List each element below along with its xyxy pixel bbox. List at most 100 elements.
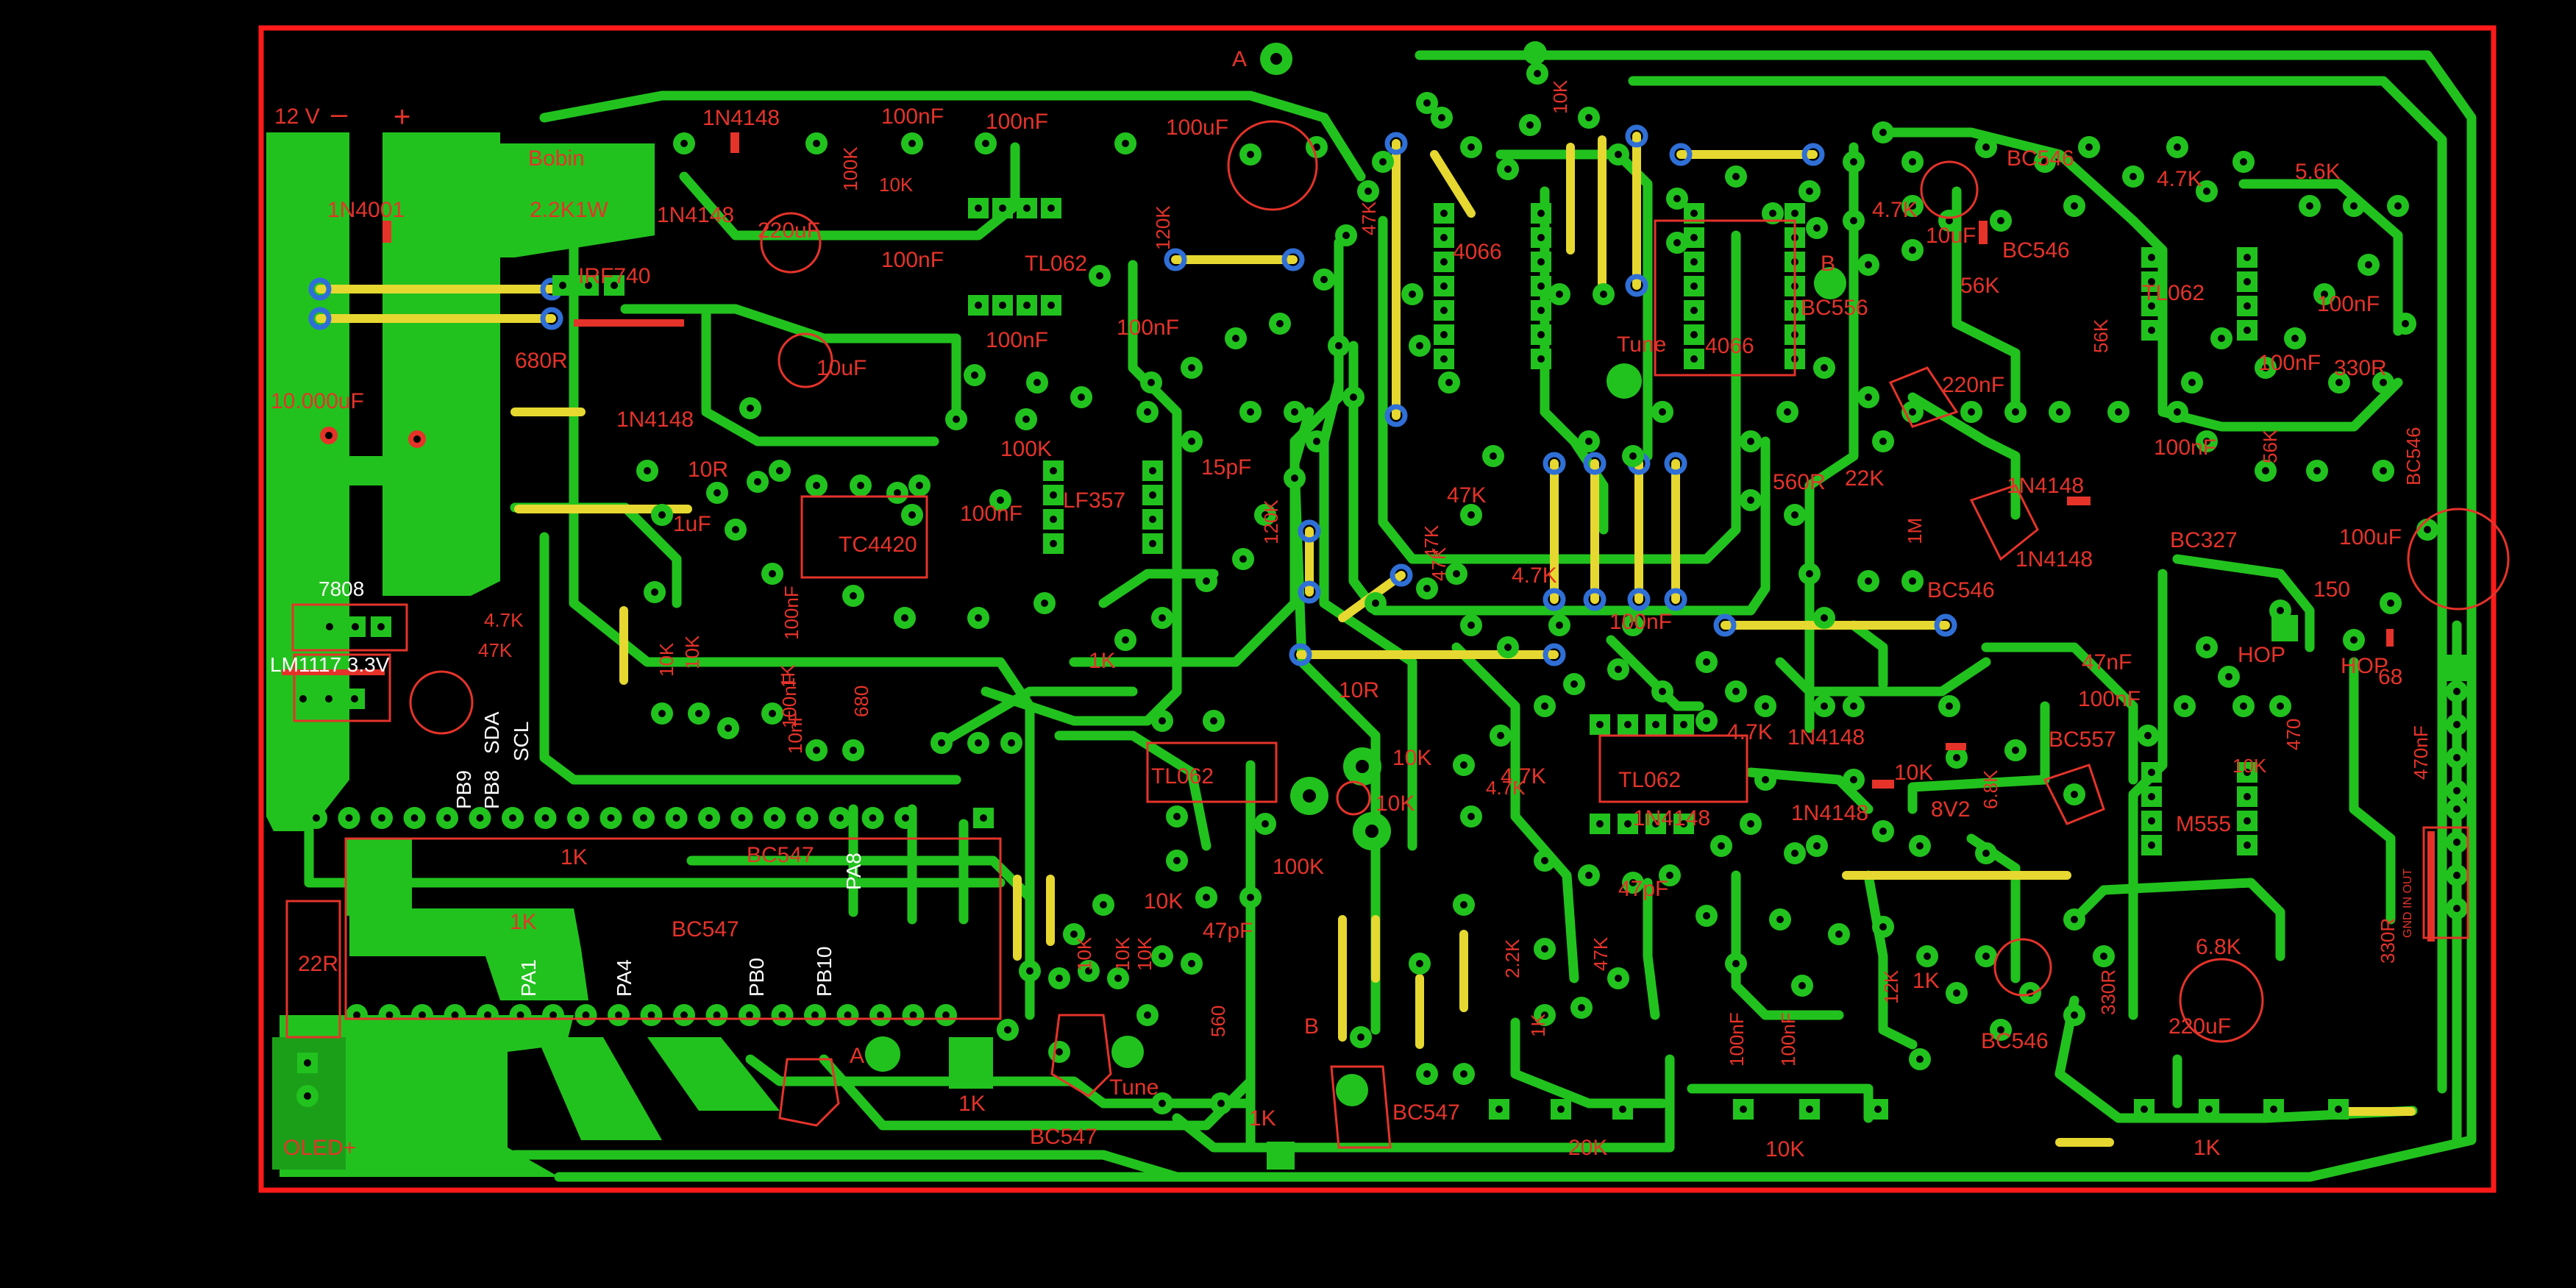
svg-text:1N4148: 1N4148: [1633, 806, 1710, 830]
svg-text:22K: 22K: [1845, 466, 1884, 491]
pin-pa8: PA8: [842, 853, 865, 890]
pad-hole: [1791, 850, 1798, 857]
svg-text:100nF: 100nF: [986, 110, 1048, 134]
pad-hole: [1909, 202, 1916, 210]
pad-hole: [975, 614, 982, 622]
pad-hole: [2085, 143, 2093, 151]
pad-hole: [2100, 953, 2107, 960]
pad-hole: [1541, 945, 1548, 953]
pad-hole: [2148, 327, 2155, 334]
pad-hole: [1680, 820, 1687, 828]
pad-hole: [351, 695, 358, 702]
pad-hole: [1365, 188, 1372, 195]
pad-hole: [1680, 721, 1687, 728]
pad-hole: [1440, 282, 1448, 290]
pad-hole: [1423, 585, 1431, 592]
pad-hole: [1372, 599, 1379, 607]
pad-hole: [1070, 931, 1078, 938]
pad-hole: [1585, 114, 1593, 121]
pad-hole: [1909, 158, 1916, 166]
pad-hole: [2244, 793, 2251, 800]
pad-hole: [1497, 732, 1504, 739]
mcu-pin-labels: 7808 LM1117 3.3V PB9 PB8 SDA SCL PA8 PA1…: [270, 577, 865, 997]
pad-hole: [908, 140, 916, 147]
pad-hole: [1924, 953, 1931, 960]
svg-text:12K: 12K: [1880, 969, 1902, 1004]
pad-hole: [1276, 320, 1284, 327]
svg-text:TL062: TL062: [2142, 281, 2205, 305]
pad-hole: [1173, 857, 1181, 864]
pad-hole: [2148, 769, 2155, 776]
pad-hole: [738, 814, 746, 822]
svg-text:330R: 330R: [2377, 918, 2399, 964]
svg-text:680R: 680R: [515, 349, 568, 373]
pad-hole: [2012, 747, 2019, 754]
pad-hole: [1718, 842, 1725, 850]
pad-hole: [1740, 1106, 1747, 1113]
pad-hole: [2130, 173, 2137, 180]
pin-pa4: PA4: [613, 959, 636, 997]
copper-traces: [304, 50, 2477, 1182]
pad-hole: [1379, 158, 1387, 166]
pad-hole: [476, 814, 484, 822]
pad-hole: [2453, 688, 2461, 695]
pad-hole: [1188, 438, 1195, 445]
svg-text:100nF: 100nF: [2317, 292, 2380, 316]
pin-pb9: PB9: [452, 770, 475, 809]
svg-text:2.2K: 2.2K: [1501, 939, 1523, 978]
svg-text:10uF: 10uF: [1926, 224, 1976, 248]
pad-hole: [2041, 158, 2049, 166]
pad-hole: [2071, 916, 2078, 923]
pad-hole: [1445, 379, 1453, 386]
pad-hole: [1409, 291, 1416, 298]
pad-hole: [640, 814, 647, 822]
pad-hole: [1008, 739, 1015, 747]
pad-hole: [1703, 658, 1710, 666]
pad-hole: [658, 710, 666, 717]
pad-hole: [1050, 540, 1057, 547]
pad-hole: [1537, 307, 1545, 314]
svg-text:10K: 10K: [681, 635, 703, 669]
pad-hole: [313, 814, 320, 822]
pad-hole: [2262, 467, 2269, 474]
pad-hole: [1350, 394, 1357, 401]
pad-hole: [2291, 335, 2299, 342]
pad-hole: [778, 1011, 786, 1019]
pad-hole: [2321, 291, 2328, 298]
pad-hole: [771, 814, 778, 822]
svg-text:10K: 10K: [1111, 936, 1134, 971]
pad-hole: [901, 614, 908, 622]
pad-hole: [1624, 820, 1632, 828]
pad-hole: [1585, 872, 1593, 879]
svg-text:10R: 10R: [1339, 678, 1379, 702]
regulator-lm1117-label: LM1117 3.3V: [270, 653, 390, 676]
svg-text:1K: 1K: [510, 910, 537, 934]
pad-hole: [444, 814, 451, 822]
pad-hole: [2380, 379, 2387, 386]
svg-text:1K: 1K: [777, 664, 799, 688]
pad-hole: [909, 1011, 917, 1019]
pad-hole: [2188, 379, 2196, 386]
svg-text:4.7K: 4.7K: [2157, 167, 2202, 191]
supply-plus: +: [394, 101, 410, 133]
pad-hole: [877, 1011, 884, 1019]
pad-hole: [2056, 408, 2063, 416]
pad-hole: [746, 1011, 753, 1019]
pad-hole: [1460, 761, 1467, 769]
pad-hole: [1806, 570, 1813, 577]
pad-hole: [1821, 364, 1828, 371]
pad-hole: [1438, 114, 1445, 121]
pad-hole: [559, 282, 566, 289]
svg-text:BC547: BC547: [1030, 1125, 1097, 1149]
pad-hole: [2203, 438, 2210, 445]
pad-hole: [1023, 204, 1031, 212]
pad-hole: [1968, 408, 1975, 416]
pad-hole: [1556, 622, 1563, 629]
pad-hole: [1085, 967, 1092, 975]
pad-hole: [813, 140, 820, 147]
pad-hole: [695, 710, 702, 717]
pad-hole: [2335, 379, 2343, 386]
svg-text:47K: 47K: [1428, 547, 1450, 581]
pad-hole: [1791, 511, 1798, 519]
